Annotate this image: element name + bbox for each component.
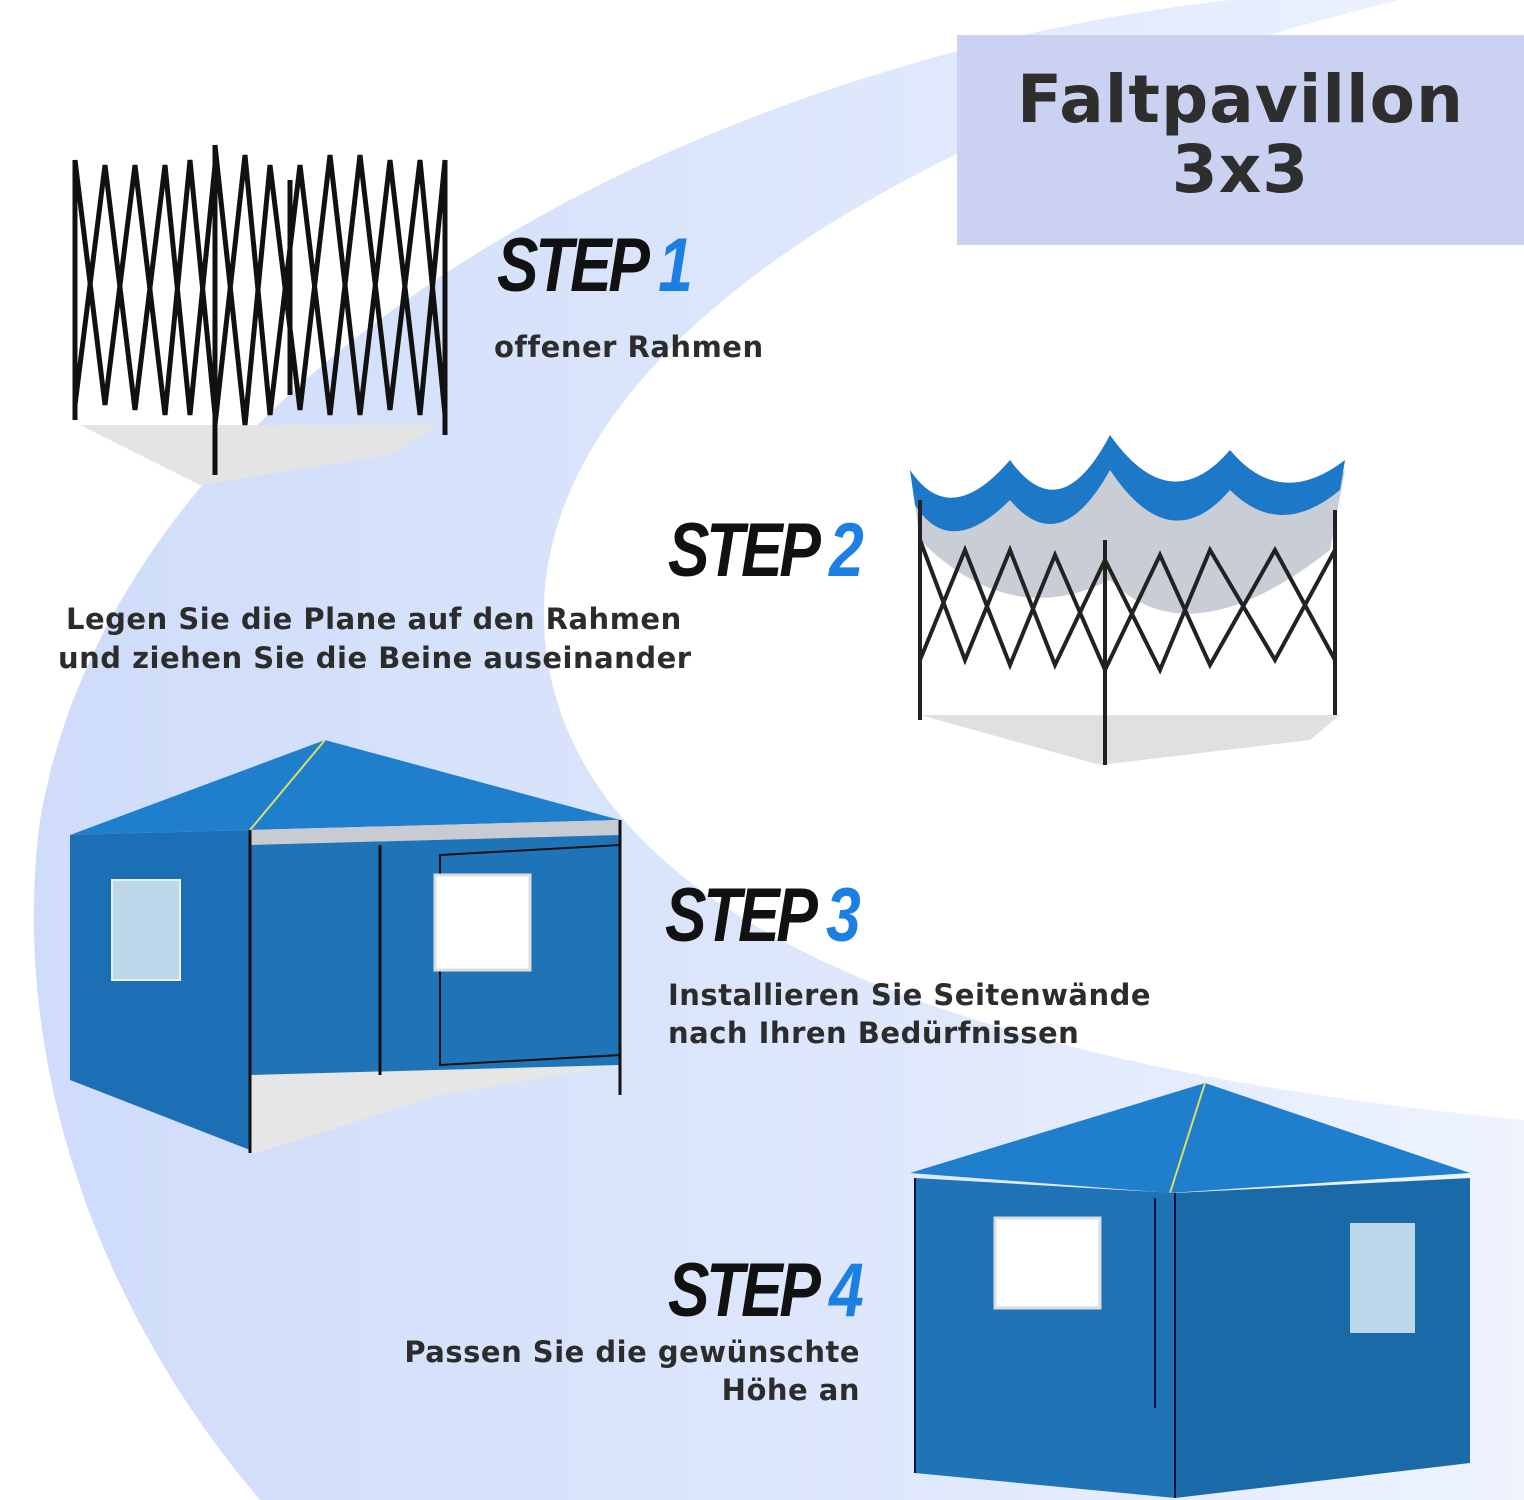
title-line2: 3x3 — [1171, 131, 1310, 208]
title-line1: Faltpavillon — [1017, 61, 1464, 138]
title-box: Faltpavillon 3x3 — [957, 35, 1524, 245]
step-number: 2 — [829, 508, 864, 593]
step-2-description-line1: Legen Sie die Plane auf den Rahmen — [66, 602, 682, 636]
finished-tent-image — [910, 1082, 1470, 1498]
step-2-description-line2: und ziehen Sie die Beine auseinander — [58, 641, 692, 675]
step-3-description-line1: Installieren Sie Seitenwände — [668, 978, 1152, 1012]
step-number: 4 — [829, 1248, 864, 1333]
tent-with-sidewalls-image — [70, 739, 622, 1155]
step-1-description: offener Rahmen — [494, 330, 764, 364]
step-number: 3 — [826, 873, 861, 958]
step-4-description-line1: Passen Sie die gewünschte — [404, 1335, 860, 1369]
step-3-description-line2: nach Ihren Bedürfnissen — [668, 1016, 1080, 1050]
step-number: 1 — [658, 223, 693, 308]
step-label: STEP — [668, 1248, 821, 1333]
canopy-on-frame-image — [910, 435, 1345, 765]
step-4-description-line2: Höhe an — [721, 1373, 860, 1407]
step-label: STEP — [665, 873, 818, 958]
step-label: STEP — [668, 508, 821, 593]
step-label: STEP — [497, 223, 650, 308]
frame-image — [72, 144, 448, 485]
